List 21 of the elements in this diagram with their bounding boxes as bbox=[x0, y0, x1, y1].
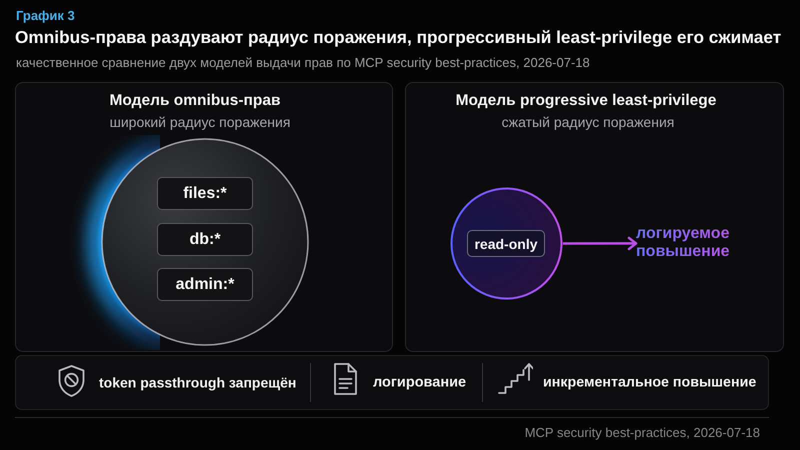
permission-chip: files:* bbox=[157, 177, 253, 210]
feature-text: token passthrough запрещён bbox=[99, 374, 296, 391]
figure-number: График 3 bbox=[16, 8, 75, 24]
panel-heading: Модель progressive least-privilege bbox=[456, 92, 716, 111]
permission-chip: db:* bbox=[157, 223, 253, 256]
permission-chip: admin:* bbox=[157, 268, 253, 301]
panel-heading: Модель omnibus-прав bbox=[109, 92, 281, 111]
feature-text: инкрементальное повышение bbox=[543, 374, 756, 392]
feature-text: логирование bbox=[373, 374, 466, 392]
panel-subtitle: сжатый радиус поражения bbox=[502, 114, 674, 131]
panel-subtitle: широкий радиус поражения bbox=[110, 114, 290, 131]
comparison-panel bbox=[405, 82, 784, 352]
footer-source: MCP security best-practices, 2026-07-18 bbox=[524, 425, 760, 441]
subtitle: качественное сравнение двух моделей выдачи прав по MCP security best-practices, 2026-07-18 bbox=[16, 55, 590, 71]
comparison-panel bbox=[15, 82, 393, 352]
info-bar bbox=[15, 355, 769, 410]
blast-radius-circle bbox=[101, 138, 309, 346]
permission-chip: read-only bbox=[467, 230, 545, 257]
chart-title: Omnibus-права раздувают радиус поражения, прогрессивный least-privilege его сжимает bbox=[15, 27, 782, 48]
arrow bbox=[563, 236, 638, 250]
scope-circle bbox=[450, 187, 563, 300]
